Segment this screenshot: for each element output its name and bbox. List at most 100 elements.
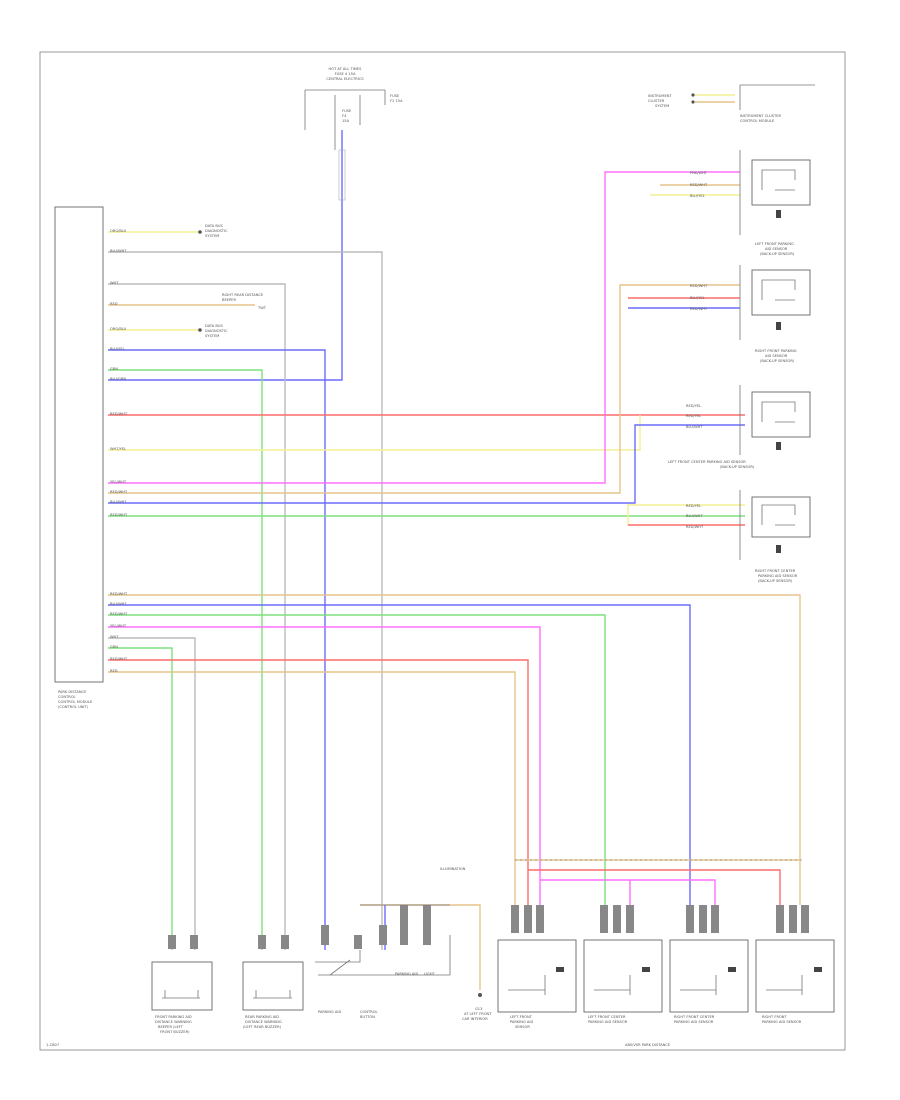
sensor-bottom-2: LEFT FRONT CENTER PARKING AID SENSOR [583,939,663,1024]
svg-text:RED/YEL: RED/YEL [686,504,701,508]
fuse-box-title-2: FUSE 4 15A [335,72,356,76]
control-module: ORG/BLU BLU/WHT WHT RED ORG/BLU BLU/YEL … [54,206,267,709]
wire-tan-bottom1 [108,594,801,905]
note-1-line-3: TWT [257,306,267,310]
sensor-bottom-4: RIGHT FRONT PARKING AID SENSOR [755,939,835,1024]
wire-blu-yel [108,349,326,950]
connector-dot-icon [691,93,695,97]
fuse-side-1: FUSE [390,94,400,98]
bottom-components: FRONT PARKING AID DISTANCE WARNING BEEPE… [151,867,835,1034]
front-beeper: FRONT PARKING AID DISTANCE WARNING BEEPE… [151,961,213,1034]
sensor-bottom-3: RIGHT FRONT CENTER PARKING AID SENSOR [669,939,749,1024]
fuse-label-2: F4 [342,114,347,118]
parking-aid-button: PARKING AID LIGHT PARKING AID CONTROL BU… [315,867,466,1019]
sensor-icon [642,967,650,972]
fuse-box: HOT AT ALL TIMES FUSE 4 15A CENTRAL ELEC… [304,67,403,201]
wire-tan-long [108,284,740,494]
fuse-box-title-1: HOT AT ALL TIMES [329,67,363,71]
wire-pink-bottom [108,626,541,905]
svg-text:BEEPER (LEFT: BEEPER (LEFT [158,1025,184,1029]
corner-code: 1-CB07 [46,1043,59,1047]
svg-text:PARKING AID SENSOR: PARKING AID SENSOR [588,1020,628,1024]
svg-text:PARKING AID: PARKING AID [318,1010,341,1014]
svg-text:LEFT FRONT: LEFT FRONT [510,1015,533,1019]
right-sensors: PNK/WHT RED/WHT BLU/YEL LEFT FRONT PARKI… [668,150,811,583]
svg-text:AID SENSOR: AID SENSOR [765,354,788,358]
cm-label-4: (CONTROL UNIT) [58,705,89,709]
sensor-icon [728,967,736,972]
svg-text:RIGHT FRONT: RIGHT FRONT [762,1015,787,1019]
wire-green-bottom [108,614,606,905]
svg-text:PARKING AID: PARKING AID [395,972,418,976]
sensor-icon [556,967,564,972]
fuse-label-3: 15A [342,119,350,123]
svg-text:BLU/WHT: BLU/WHT [686,425,703,429]
note-0-line-1: DATA BUS [205,224,223,228]
svg-text:AID SENSOR: AID SENSOR [765,247,788,251]
fuse-box-title-3: CENTRAL ELECTRICS [326,77,364,81]
wire-blue-long [108,424,745,504]
sensor-icon [814,967,822,972]
fuse-side-2: F2 15A [390,99,403,103]
system-label: ABS/VSR PARK DISTANCE [625,1043,671,1047]
wire-red-bus [528,869,781,905]
sensor-right-front-center: RED/YEL BLU/WHT RED/WHT RIGHT FRONT CENT… [686,490,811,583]
svg-text:(BACK-UP SENSOR): (BACK-UP SENSOR) [760,359,795,363]
wire-fuse-feed-blue [108,130,343,381]
wire-pink-bus [540,879,716,905]
cm-wire-label-12: BLU/WHT [110,500,127,504]
cm-wire-label-10: YEL/WHT [110,480,127,484]
cm-label-1: PARK DISTANCE [58,690,87,694]
cm-label-3: CONTROL MODULE [58,700,93,704]
svg-text:REAR PARKING AID: REAR PARKING AID [245,1015,279,1019]
cm-wire-label-15: BLU/WHT [110,602,127,606]
cm-wire-label-21: RED [110,669,118,673]
sensor-right-front: RED/WHT BLU/YEL RED/WHT RIGHT FRONT PARK… [690,265,811,363]
wire-wht-bottom [108,637,196,950]
wire-red-bottom [108,659,529,905]
svg-text:BLU/YEL: BLU/YEL [690,296,705,300]
cm-wire-label-9: WHT/YEL [110,447,126,451]
svg-text:(BACK-UP SENSOR): (BACK-UP SENSOR) [758,579,793,583]
cm-wire-label-16: RED/WHT [110,612,128,616]
wire-grey-long [108,251,383,950]
cm-wire-label-13: RED/WHT [110,513,128,517]
ground: G13 AT LEFT FRONT CAR INTERIOR [462,993,492,1021]
svg-text:DISTANCE WARNING: DISTANCE WARNING [245,1020,282,1024]
wire-pink-long [108,171,740,484]
svg-text:BUTTON: BUTTON [360,1015,375,1019]
svg-text:PARKING AID SENSOR: PARKING AID SENSOR [674,1020,714,1024]
svg-text:FRONT PARKING AID: FRONT PARKING AID [155,1015,192,1019]
svg-text:BLU/WHT: BLU/WHT [686,514,703,518]
cm-wire-label-1: BLU/WHT [110,249,127,253]
sensor-icon [776,210,781,218]
cluster-label-2: CONTROL MODULE [740,119,775,123]
svg-text:LEFT FRONT PARKING: LEFT FRONT PARKING [755,242,794,246]
wire-wht-note [108,283,286,950]
svg-text:CONTROL: CONTROL [360,1010,378,1014]
cm-wire-label-6: GRN [110,367,118,371]
cm-wire-label-20: RED/WHT [110,657,128,661]
svg-text:G13: G13 [475,1007,482,1011]
control-module-body [54,206,104,683]
note-2-line-2: DIAGNOSTIC [205,329,228,333]
svg-text:PARKING AID SENSOR: PARKING AID SENSOR [758,574,798,578]
svg-text:RIGHT FRONT CENTER: RIGHT FRONT CENTER [674,1015,715,1019]
note-1-line-2: BEEPER [222,298,236,302]
cm-wire-label-17: YEL/WHT [110,624,127,628]
svg-text:RED/YEL: RED/YEL [686,414,701,418]
svg-text:LEFT FRONT CENTER: LEFT FRONT CENTER [588,1015,626,1019]
svg-text:ILLUMINATION: ILLUMINATION [440,867,466,871]
svg-text:RED/YEL: RED/YEL [686,404,701,408]
cluster-left-1: INSTRUMENT [648,94,672,98]
cluster-left-2: CLUSTER [648,99,665,103]
cluster-left-3: SYSTEM [655,104,669,108]
cm-wire-label-0: ORG/BLU [110,229,127,233]
svg-text:RED/WHT: RED/WHT [690,183,708,187]
svg-text:BLU/YEL: BLU/YEL [690,194,705,198]
svg-text:RED/WHT: RED/WHT [690,307,708,311]
fuse-label-1: FUSE [342,109,352,113]
cm-wire-label-3: RED [110,302,118,306]
cm-wire-label-19: GRN [110,645,118,649]
